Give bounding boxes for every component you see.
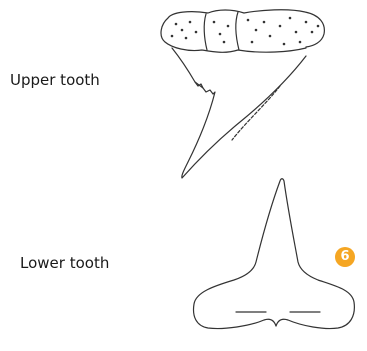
lower-tooth-label: Lower tooth (20, 254, 109, 272)
number-badge: 6 (335, 247, 355, 267)
upper-tooth-icon (161, 10, 324, 178)
upper-tooth-label: Upper tooth (10, 71, 100, 89)
lower-tooth-icon (194, 179, 355, 329)
